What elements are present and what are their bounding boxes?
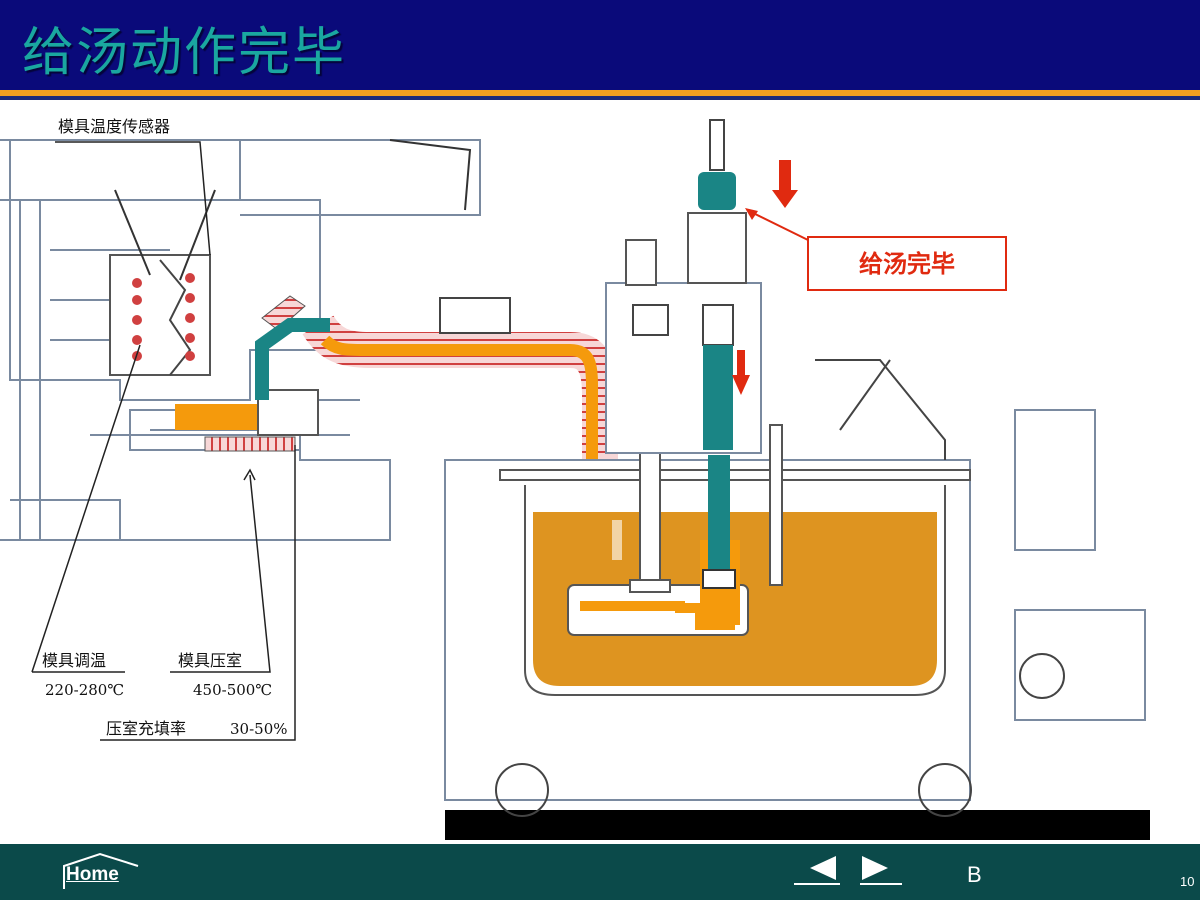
b-label: B — [967, 862, 982, 887]
chamber-label: 模具压室 — [178, 651, 242, 670]
die-insert — [109, 189, 216, 376]
furnace — [439, 297, 1150, 840]
home-icon — [63, 852, 139, 889]
fill-rate-value: 30-50% — [230, 720, 288, 738]
chamber-value: 450-500℃ — [193, 681, 272, 699]
page-title: 给汤动作完毕 — [22, 23, 347, 83]
die-temp-label: 模具调温 — [42, 651, 106, 670]
page-number: 10 — [1180, 874, 1195, 889]
home-label: Home — [66, 864, 119, 885]
next-slide-button[interactable] — [858, 850, 910, 890]
title-bar: 给汤动作完毕 — [0, 0, 1200, 90]
labels: 模具温度传感器 模具调温 220-280℃ 模具压室 450-500℃ 压室充填… — [31, 117, 296, 741]
callout-label: 给汤完毕 — [859, 250, 955, 278]
title-rule-blue — [0, 96, 1200, 100]
casting-machine-diagram: 给汤完毕 模具温度传感器 模具调温 220-280℃ 模具压室 450-500℃… — [0, 117, 1150, 840]
sensor-label: 模具温度传感器 — [58, 117, 170, 136]
down-arrow-icon — [732, 160, 798, 395]
shot-chamber — [175, 389, 319, 452]
footer-bar: Home B 10 — [0, 844, 1200, 900]
title-rule-orange — [0, 90, 1200, 96]
home-button[interactable]: Home — [62, 852, 142, 892]
callout-box: 给汤完毕 — [745, 208, 1007, 291]
plunger-assembly — [605, 119, 762, 454]
prev-slide-button[interactable] — [792, 850, 844, 890]
fill-rate-label: 压室充填率 — [106, 719, 186, 738]
die-temp-value: 220-280℃ — [45, 681, 124, 699]
heated-gooseneck-pipe — [255, 295, 650, 614]
